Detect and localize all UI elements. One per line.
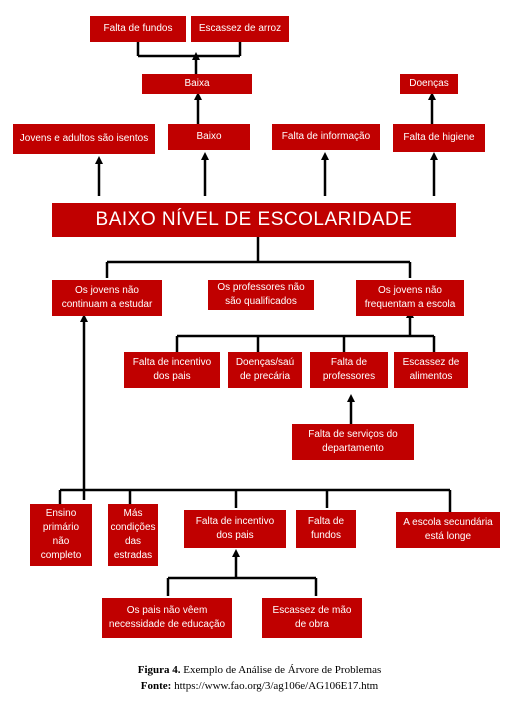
node-label: Baixo: [196, 131, 222, 142]
node-label: Falta de fundos: [307, 516, 345, 541]
figure-text: Exemplo de Análise de Árvore de Problema…: [180, 664, 382, 676]
node-escassez-de-arroz: Escassez de arroz: [191, 16, 289, 42]
node-falta-de-informacao: Falta de informação: [272, 124, 380, 150]
node-falta-de-fundos-top: Falta de fundos: [90, 16, 186, 42]
node-label: Escassez de mão de obra: [272, 605, 352, 630]
node-mas-condicoes-estradas: Más condições das estradas: [108, 504, 158, 566]
node-ensino-primario-nao-completo: Ensino primário não completo: [30, 504, 92, 566]
node-label: Jovens e adultos são isentos: [19, 133, 149, 144]
node-pais-nao-veem-necessidade: Os pais não vêem necessidade de educação: [102, 598, 232, 638]
node-label: Falta de informação: [281, 131, 371, 142]
node-jovens-nao-continuam: Os jovens não continuam a estudar: [52, 280, 162, 316]
source-text: https://www.fao.org/3/ag106e/AG106E17.ht…: [171, 680, 379, 692]
node-label: Os pais não vêem necessidade de educação: [108, 605, 226, 630]
main-problem-label: BAIXO NÍVEL DE ESCOLARIDADE: [95, 209, 413, 230]
node-baixa: Baixa: [142, 74, 252, 94]
node-jovens-nao-frequentam: Os jovens não frequentam a escola: [356, 280, 464, 316]
node-doencas: Doenças: [400, 74, 458, 94]
node-falta-de-fundos-bottom: Falta de fundos: [296, 510, 356, 548]
node-jovens-adultos-isentos: Jovens e adultos são isentos: [13, 124, 155, 154]
node-label: A escola secundária está longe: [403, 517, 493, 542]
node-label: Os jovens não continuam a estudar: [61, 285, 153, 310]
node-label: Doenças: [409, 78, 449, 89]
node-label: Escassez de arroz: [198, 23, 282, 34]
node-escassez-mao-de-obra: Escassez de mão de obra: [262, 598, 362, 638]
source-label: Fonte:: [140, 680, 172, 692]
figure-source: Fonte: https://www.fao.org/3/ag106e/AG10…: [0, 680, 519, 692]
node-falta-servicos-departamento: Falta de serviços do departamento: [292, 424, 414, 460]
node-label: Os professores não são qualificados: [217, 282, 305, 307]
node-falta-incentivo-pais-1: Falta de incentivo dos pais: [124, 352, 220, 388]
node-escassez-de-alimentos: Escassez de alimentos: [394, 352, 468, 388]
node-doencas-saude-precaria: Doenças/saú de precária: [228, 352, 302, 388]
node-label: Os jovens não frequentam a escola: [364, 285, 456, 310]
node-label: Ensino primário não completo: [40, 508, 82, 561]
node-label: Más condições das estradas: [110, 508, 156, 561]
node-label: Baixa: [184, 78, 210, 89]
node-label: Falta de incentivo dos pais: [195, 516, 275, 541]
node-baixo: Baixo: [168, 124, 250, 150]
node-label: Doenças/saú de precária: [235, 357, 295, 382]
node-label: Escassez de alimentos: [402, 357, 460, 382]
node-falta-incentivo-pais-2: Falta de incentivo dos pais: [184, 510, 286, 548]
node-professores-nao-qualificados: Os professores não são qualificados: [208, 280, 314, 310]
node-label: Falta de serviços do departamento: [308, 429, 398, 454]
node-label: Falta de fundos: [103, 23, 173, 34]
node-escola-secundaria-longe: A escola secundária está longe: [396, 512, 500, 548]
figure-label: Figura 4.: [137, 664, 181, 676]
node-label: Falta de higiene: [403, 132, 475, 143]
node-label: Falta de professores: [322, 357, 376, 382]
figure-caption: Figura 4. Exemplo de Análise de Árvore d…: [0, 664, 519, 676]
node-label: Falta de incentivo dos pais: [132, 357, 212, 382]
node-falta-de-professores: Falta de professores: [310, 352, 388, 388]
main-problem: BAIXO NÍVEL DE ESCOLARIDADE: [52, 203, 456, 237]
node-falta-de-higiene: Falta de higiene: [393, 124, 485, 152]
